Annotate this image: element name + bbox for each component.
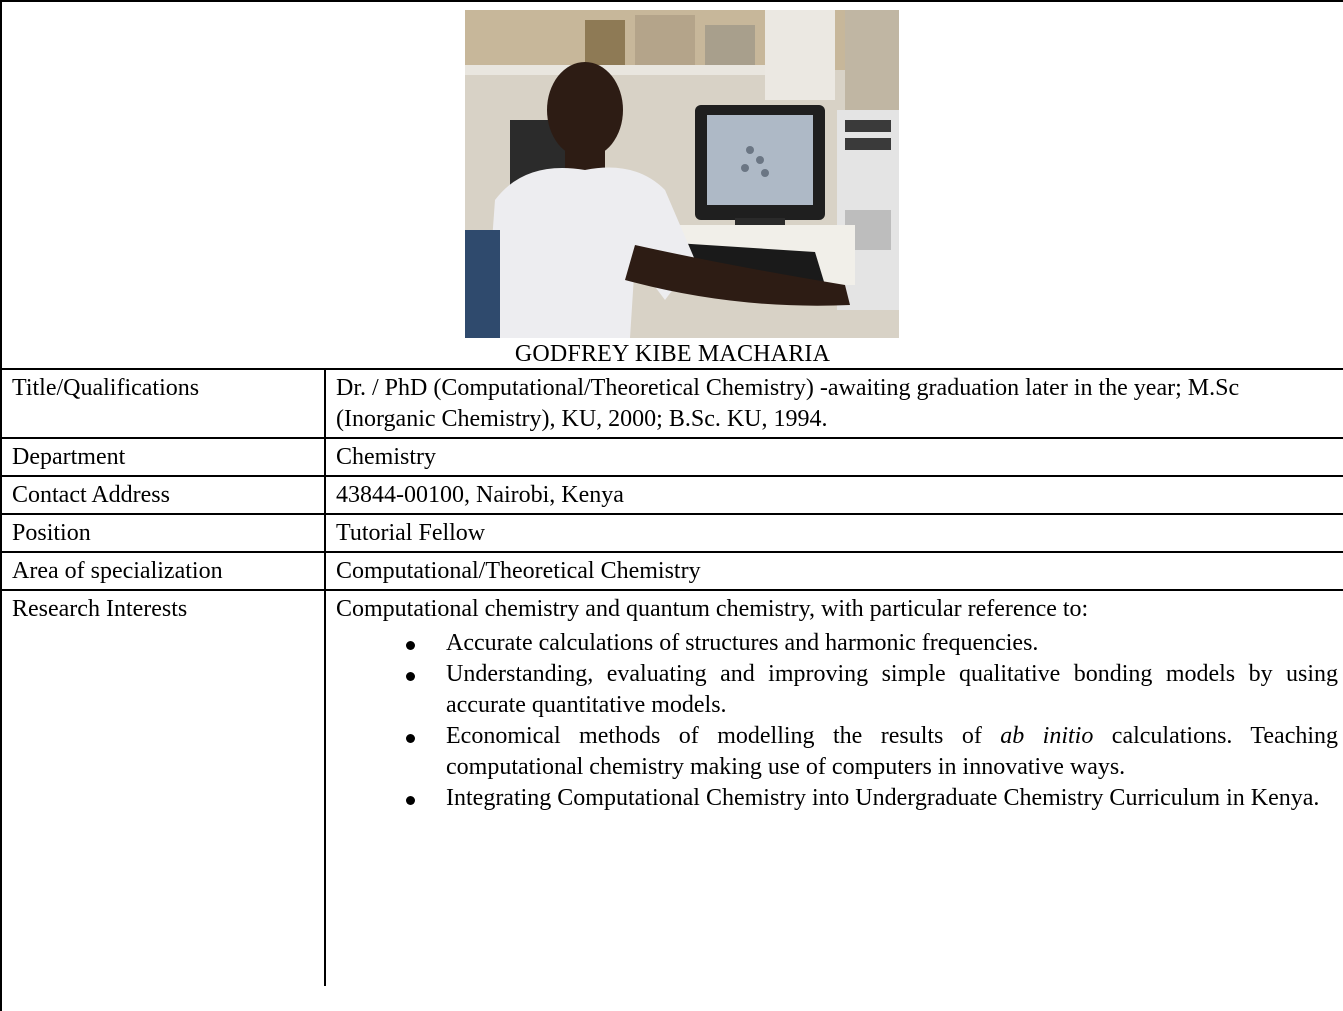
research-intro: Computational chemistry and quantum chem… bbox=[336, 596, 1089, 622]
specialization-label: Area of specialization bbox=[0, 551, 326, 591]
list-item: Accurate calculations of structures and … bbox=[406, 628, 1338, 659]
research-value: Computational chemistry and quantum chem… bbox=[324, 589, 1343, 986]
list-item: Understanding, evaluating and improving … bbox=[406, 659, 1338, 721]
table-row: Position Tutorial Fellow bbox=[0, 513, 1343, 553]
research-list: Accurate calculations of structures and … bbox=[336, 628, 1338, 814]
research-bullet-4: Integrating Computational Chemistry into… bbox=[446, 785, 1320, 811]
bullet-icon bbox=[406, 672, 415, 681]
research-bullet-2: Understanding, evaluating and improving … bbox=[446, 661, 1338, 718]
table-row: Department Chemistry bbox=[0, 437, 1343, 477]
table-row: Title/Qualifications Dr. / PhD (Computat… bbox=[0, 368, 1343, 439]
research-bullet-3-pre: Economical methods of modelling the resu… bbox=[446, 723, 1001, 749]
table-row: Area of specialization Computational/The… bbox=[0, 551, 1343, 591]
research-bullet-3-post: calculations. Teaching computational che… bbox=[446, 723, 1339, 780]
specialization-value: Computational/Theoretical Chemistry bbox=[324, 551, 1343, 591]
photo-cell: GODFREY KIBE MACHARIA bbox=[2, 2, 1343, 370]
position-value: Tutorial Fellow bbox=[324, 513, 1343, 553]
title-label: Title/Qualifications bbox=[0, 368, 326, 439]
table-row: Research Interests Computational chemist… bbox=[0, 589, 1343, 986]
profile-name: GODFREY KIBE MACHARIA bbox=[514, 341, 831, 367]
position-label: Position bbox=[0, 513, 326, 553]
profile-info-table: Title/Qualifications Dr. / PhD (Computat… bbox=[0, 368, 1343, 986]
list-item: Economical methods of modelling the resu… bbox=[406, 721, 1339, 783]
bullet-icon bbox=[406, 734, 415, 743]
contact-value: 43844-00100, Nairobi, Kenya bbox=[324, 475, 1343, 515]
research-label: Research Interests bbox=[0, 589, 326, 986]
table-row: Contact Address 43844-00100, Nairobi, Ke… bbox=[0, 475, 1343, 515]
department-label: Department bbox=[0, 437, 326, 477]
research-bullet-3-em: ab initio bbox=[1000, 723, 1094, 749]
research-bullet-1: Accurate calculations of structures and … bbox=[446, 630, 1039, 656]
list-item: Integrating Computational Chemistry into… bbox=[406, 783, 1338, 814]
title-value: Dr. / PhD (Computational/Theoretical Che… bbox=[324, 368, 1343, 439]
contact-label: Contact Address bbox=[0, 475, 326, 515]
bullet-icon bbox=[406, 641, 415, 650]
profile-photo-image bbox=[465, 10, 899, 338]
profile-photo bbox=[465, 10, 899, 338]
department-value: Chemistry bbox=[324, 437, 1343, 477]
bullet-icon bbox=[406, 796, 415, 805]
